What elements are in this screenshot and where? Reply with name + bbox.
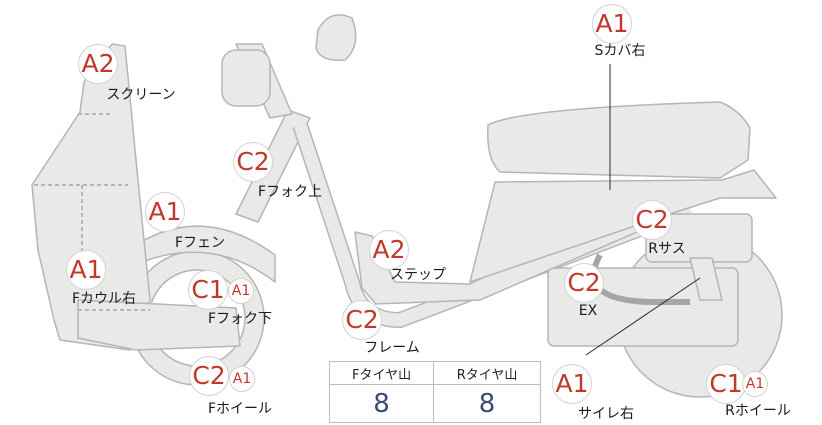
front-tire-tread-value: 8 (328, 384, 435, 423)
front-cowl (31, 43, 151, 351)
part-label-stp: ステップ (390, 267, 446, 283)
rear-tire-tread-header: Rタイヤ山 (433, 361, 541, 385)
tire-table-header-row: Fタイヤ山 Rタイヤ山 (328, 361, 541, 385)
sub-grade-badge-rwh: A1 (742, 371, 768, 397)
grade-badge-scv: A1 (592, 4, 632, 44)
mirror (315, 14, 357, 61)
grade-badge-scr: A2 (78, 44, 118, 84)
part-label-ffe: Fフェン (174, 235, 226, 251)
exhaust-pipe (590, 253, 690, 305)
tire-table-value-row: 8 8 (328, 384, 541, 423)
part-label-ffd: Fフォク下 (207, 311, 273, 327)
part-label-ex: EX (578, 303, 598, 319)
part-label-scv: Sカバ右 (594, 43, 646, 59)
part-label-frm: フレーム (364, 340, 420, 356)
leader-line-muffler (585, 277, 701, 356)
part-label-ffu: Fフォク上 (257, 184, 323, 200)
part-label-rwh: Rホイール (725, 403, 791, 419)
tire-tread-table: Fタイヤ山 Rタイヤ山 8 8 (328, 361, 541, 423)
part-label-scr: スクリーン (106, 87, 176, 103)
seat (487, 101, 751, 179)
grade-badge-sir: A1 (552, 364, 592, 404)
rear-tire-tread-value: 8 (433, 384, 541, 423)
grade-badge-frm: C2 (342, 300, 382, 340)
side-cover (469, 169, 777, 283)
part-label-fcw: Fカウル右 (71, 291, 137, 307)
part-label-fwh: Fホイール (207, 401, 273, 417)
grade-badge-ffd: C1 (188, 270, 228, 310)
part-label-sir: サイレ右 (578, 406, 634, 422)
grade-badge-ffu: C2 (233, 142, 273, 182)
grade-badge-fwh: C2 (189, 356, 229, 396)
grade-badge-ffe: A1 (145, 192, 185, 232)
headlight (221, 49, 271, 107)
grade-badge-fcw: A1 (66, 250, 106, 290)
rear-shock-arm (689, 257, 723, 301)
grade-badge-ex: C2 (564, 263, 604, 303)
sub-grade-badge-ffd: A1 (228, 278, 254, 304)
part-label-rsu: Rサス (648, 241, 686, 257)
front-fork (235, 109, 311, 223)
grade-badge-rsu: C2 (632, 200, 672, 240)
sub-grade-badge-fwh: A1 (229, 366, 255, 392)
front-tire-tread-header: Fタイヤ山 (328, 361, 435, 385)
grade-badge-rwh: C1 (706, 364, 746, 404)
grade-badge-stp: A2 (369, 230, 409, 270)
